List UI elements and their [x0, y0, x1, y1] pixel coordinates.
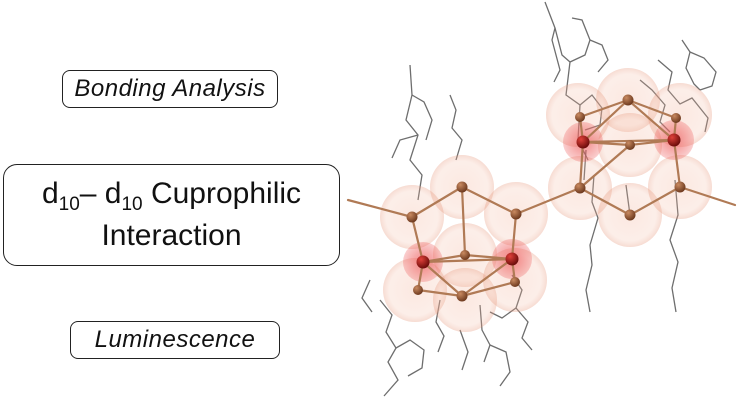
interaction-word: Interaction — [101, 219, 242, 253]
copper-atom — [667, 133, 681, 147]
atom — [624, 209, 636, 221]
copper-atom — [576, 135, 590, 149]
atom — [622, 94, 634, 106]
subscript-10-first: 10 — [58, 194, 80, 216]
atom — [674, 181, 686, 193]
atom — [574, 182, 586, 194]
atom — [671, 113, 681, 123]
cuprophilic-line-1: d10– d10 Cuprophilic — [42, 175, 301, 217]
subscript-10-second: 10 — [121, 194, 143, 216]
molecular-structure-illustration — [346, 1, 737, 397]
cuprophilic-word: Cuprophilic — [142, 177, 302, 211]
atom — [456, 290, 468, 302]
atom — [510, 277, 520, 287]
atom — [406, 211, 418, 223]
cuprophilic-interaction-label: d10– d10 Cuprophilic Interaction — [3, 164, 340, 266]
atom — [510, 208, 522, 220]
atom — [413, 285, 423, 295]
luminescence-text: Luminescence — [94, 326, 256, 353]
bonding-analysis-text: Bonding Analysis — [74, 75, 266, 102]
bonding-analysis-label: Bonding Analysis — [62, 70, 278, 108]
copper-atom — [416, 255, 430, 269]
dash-d-text: – d — [79, 177, 122, 211]
atom — [460, 250, 470, 260]
copper-atom — [505, 252, 519, 266]
luminescence-label: Luminescence — [70, 321, 280, 359]
atom — [625, 140, 635, 150]
atoms — [406, 94, 686, 302]
atom — [575, 112, 585, 122]
bond-network — [346, 98, 737, 298]
d-letter-1: d — [41, 177, 59, 211]
atom — [456, 181, 468, 193]
